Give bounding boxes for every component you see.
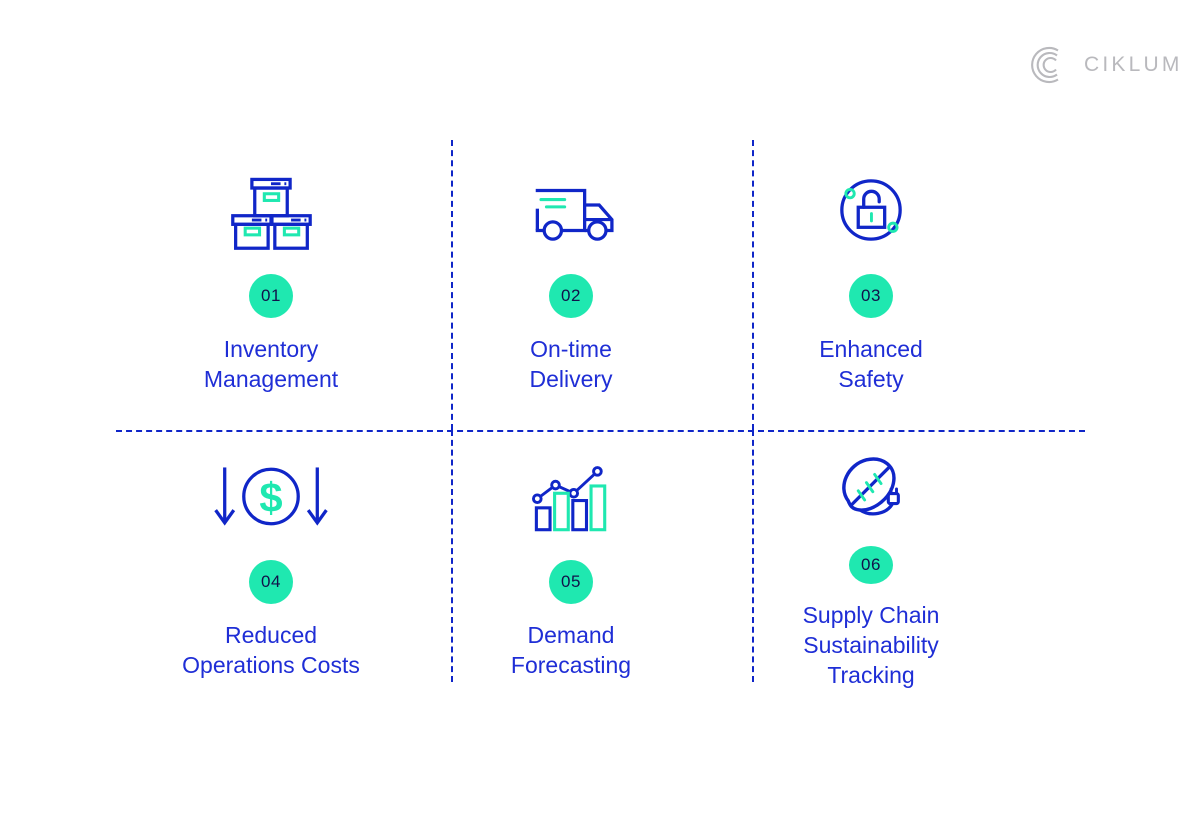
- brand-wordmark: CIKLUM: [1084, 53, 1183, 76]
- padlock-circle-icon: [830, 162, 912, 258]
- cell-label: Enhanced Safety: [819, 336, 923, 392]
- cell-label: Inventory Management: [203, 336, 339, 392]
- grid-cell-reduced-operations-costs: $ 04 Reduced Operations Costs: [121, 430, 421, 690]
- cell-label: On-time Delivery: [529, 336, 613, 392]
- bar-chart-trend-icon: [530, 448, 612, 544]
- delivery-truck-icon: [521, 162, 621, 258]
- divider-horizontal: [116, 430, 1085, 432]
- divider-vertical-top-right: [752, 140, 754, 430]
- stacked-boxes-icon: [223, 162, 319, 258]
- step-number-badge: 06: [849, 546, 893, 584]
- benefits-grid: 01 Inventory Management: [0, 140, 1200, 690]
- grid-cell-demand-forecasting: 05 Demand Forecasting: [421, 430, 721, 690]
- cell-label: Reduced Operations Costs: [182, 622, 360, 678]
- step-number-badge: 01: [249, 274, 293, 318]
- divider-vertical-bottom-left: [451, 430, 453, 682]
- divider-vertical-top-left: [451, 140, 453, 430]
- svg-text:$: $: [259, 473, 282, 520]
- step-number-badge: 04: [249, 560, 293, 604]
- cell-label: Demand Forecasting: [510, 622, 632, 678]
- grid-cell-enhanced-safety: 03 Enhanced Safety: [721, 140, 1021, 430]
- brand-logo: CIKLUM: [1028, 44, 1183, 86]
- grid-cell-on-time-delivery: 02 On-time Delivery: [421, 140, 721, 430]
- grid-cell-inventory-management: 01 Inventory Management: [121, 140, 421, 430]
- grid-cell-supply-chain-sustainability-tracking: 06 Supply Chain Sustainability Tracking: [721, 430, 1021, 690]
- step-number-badge: 03: [849, 274, 893, 318]
- cell-label: Supply Chain Sustainability Tracking: [802, 602, 940, 688]
- grid-row-1: 01 Inventory Management: [0, 140, 1200, 430]
- step-number-badge: 02: [549, 274, 593, 318]
- grid-row-2: $ 04 Reduced Operations Costs: [0, 430, 1200, 690]
- step-number-badge: 05: [549, 560, 593, 604]
- leaf-plug-icon: [830, 448, 912, 530]
- divider-vertical-bottom-right: [752, 430, 754, 682]
- dollar-down-arrows-icon: $: [212, 448, 330, 544]
- ciklum-c-logo-icon: [1028, 44, 1070, 86]
